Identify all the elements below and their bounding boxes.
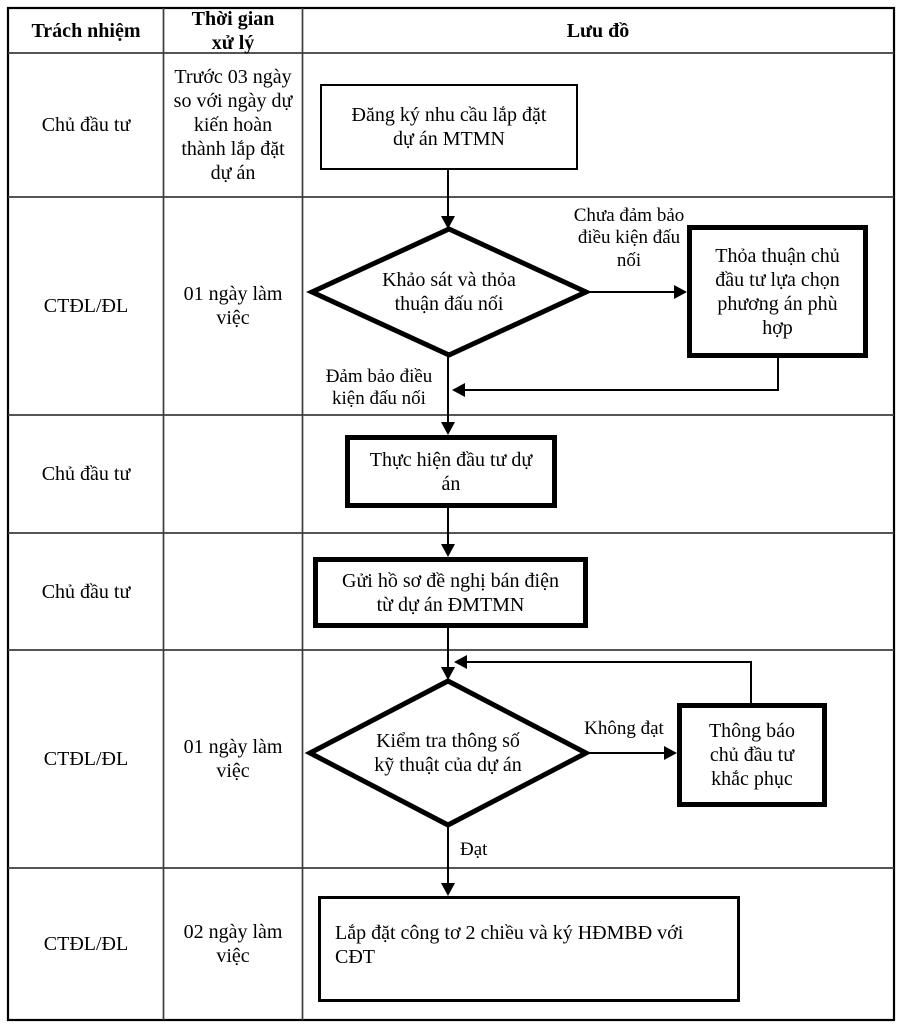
check-decision-diamond: [304, 678, 592, 828]
edge-agreement-feedback: [463, 358, 779, 391]
flow-box-agreement-label: Thỏa thuận chủ đầu tư lựa chọn phương án…: [715, 244, 840, 339]
arrowhead-into-agreement: [674, 285, 687, 299]
row-5-responsibility-label: CTĐL/ĐL: [43, 748, 129, 770]
edge-label-connected: Đảm bảo điều kiện đấu nối: [325, 366, 433, 410]
row-3-responsibility-label: Chủ đầu tư: [41, 463, 131, 485]
row-1-responsibility-label: Chủ đầu tư: [41, 114, 131, 136]
flow-box-invest-label: Thực hiện đầu tư dự án: [369, 448, 533, 495]
header-time: Thời gian xử lý: [164, 8, 302, 54]
flow-diamond-survey-label: Khảo sát và thỏa thuận đấu nối: [382, 269, 516, 315]
header-flow-label: Lưu đồ: [566, 20, 630, 42]
row-5-time-label: 01 ngày làm việc: [183, 736, 283, 782]
arrowhead-into-invest: [441, 422, 455, 435]
arrowhead-into-dossier: [441, 544, 455, 557]
row-6-time: 02 ngày làm việc: [164, 868, 302, 1019]
flow-arrowheads: [441, 216, 687, 896]
table-grid: [6, 6, 896, 1022]
row-5-responsibility: CTĐL/ĐL: [9, 650, 163, 868]
header-responsibility-label: Trách nhiệm: [31, 20, 141, 42]
row-4-time: [164, 533, 302, 650]
flow-box-agreement: Thỏa thuận chủ đầu tư lựa chọn phương án…: [687, 225, 868, 358]
row-1-responsibility: Chủ đầu tư: [9, 53, 163, 197]
row-3-time: [164, 415, 302, 533]
flow-box-send-dossier: Gửi hồ sơ đề nghị bán điện từ dự án ĐMTM…: [313, 557, 588, 628]
header-time-label: Thời gian xử lý: [191, 8, 275, 54]
arrowhead-into-install: [441, 883, 455, 896]
flow-diamond-check-label: Kiểm tra thông số kỹ thuật của dự án: [374, 730, 522, 776]
edge-label-pass: Đạt: [460, 839, 488, 860]
flow-box-notify: Thông báo chủ đầu tư khắc phục: [677, 703, 827, 807]
flow-box-notify-label: Thông báo chủ đầu tư khắc phục: [708, 720, 796, 790]
row-4-responsibility-label: Chủ đầu tư: [41, 580, 131, 603]
row-6-responsibility: CTĐL/ĐL: [9, 868, 163, 1019]
flow-box-register: Đăng ký nhu cầu lắp đặt dự án MTMN: [320, 84, 578, 170]
edge-label-fail: Không đạt: [584, 718, 664, 739]
flow-box-install: Lắp đặt công tơ 2 chiều và ký HĐMBĐ với …: [318, 896, 740, 1002]
row-2-time: 01 ngày làm việc: [164, 197, 302, 415]
arrowhead-into-notify: [664, 746, 677, 760]
arrowhead-into-survey: [441, 216, 455, 229]
flow-diamond-check-text: Kiểm tra thông số kỹ thuật của dự án: [310, 681, 586, 825]
arrowhead-into-check: [441, 667, 455, 680]
flow-connectors: [447, 170, 779, 885]
header-responsibility: Trách nhiệm: [9, 9, 163, 53]
edge-notify-feedback: [465, 661, 752, 703]
header-flow: Lưu đồ: [303, 9, 893, 53]
row-2-responsibility-label: CTĐL/ĐL: [43, 295, 129, 317]
edge-label-not-connected: Chưa đảm bảo điều kiện đấu nối: [573, 205, 685, 271]
row-5-time: 01 ngày làm việc: [164, 650, 302, 868]
flow-box-invest: Thực hiện đầu tư dự án: [345, 435, 557, 508]
row-6-time-label: 02 ngày làm việc: [183, 920, 283, 967]
flow-diamond-survey-text: Khảo sát và thỏa thuận đấu nối: [312, 229, 586, 355]
arrowhead-feedback-1: [452, 383, 465, 397]
row-1-time: Trước 03 ngày so với ngày dự kiến hoàn t…: [164, 53, 302, 197]
row-1-time-label: Trước 03 ngày so với ngày dự kiến hoàn t…: [173, 66, 293, 184]
survey-decision-diamond: [306, 226, 592, 358]
flow-box-send-dossier-label: Gửi hồ sơ đề nghị bán điện từ dự án ĐMTM…: [342, 569, 559, 616]
flow-box-register-label: Đăng ký nhu cầu lắp đặt dự án MTMN: [351, 104, 547, 150]
row-2-responsibility: CTĐL/ĐL: [9, 197, 163, 415]
row-4-responsibility: Chủ đầu tư: [9, 533, 163, 650]
row-2-time-label: 01 ngày làm việc: [183, 283, 283, 329]
row-6-responsibility-label: CTĐL/ĐL: [43, 932, 129, 955]
flow-box-install-label: Lắp đặt công tơ 2 chiều và ký HĐMBĐ với …: [335, 922, 684, 968]
arrowhead-feedback-2: [454, 655, 467, 669]
row-3-responsibility: Chủ đầu tư: [9, 415, 163, 533]
